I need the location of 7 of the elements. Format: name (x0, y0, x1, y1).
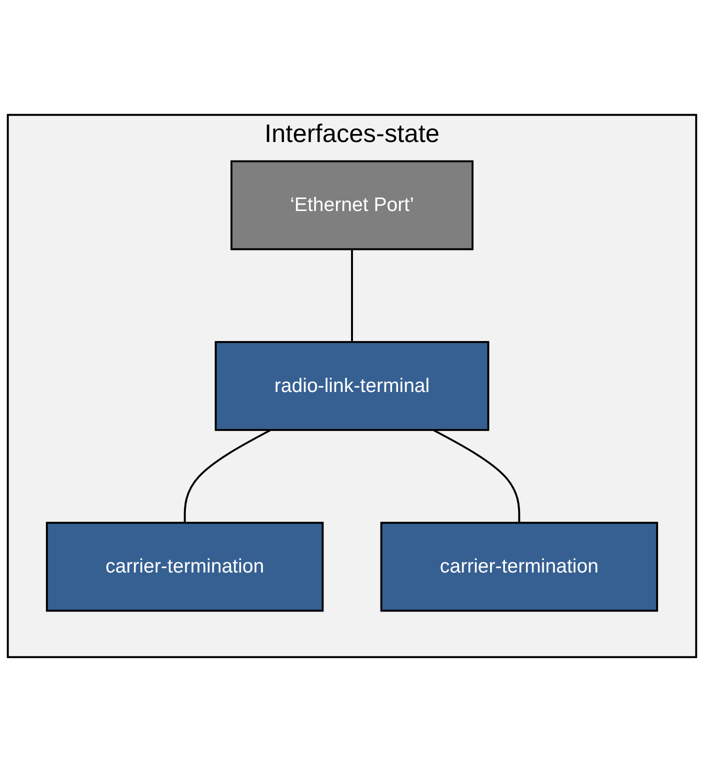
connector (432, 429, 520, 523)
node-box: carrier-termination (46, 522, 324, 612)
connector (184, 429, 272, 523)
node-box: radio-link-terminal (214, 341, 490, 431)
node-box: carrier-termination (380, 522, 658, 612)
node-box: ‘Ethernet Port’ (230, 160, 474, 250)
connector (351, 249, 353, 342)
